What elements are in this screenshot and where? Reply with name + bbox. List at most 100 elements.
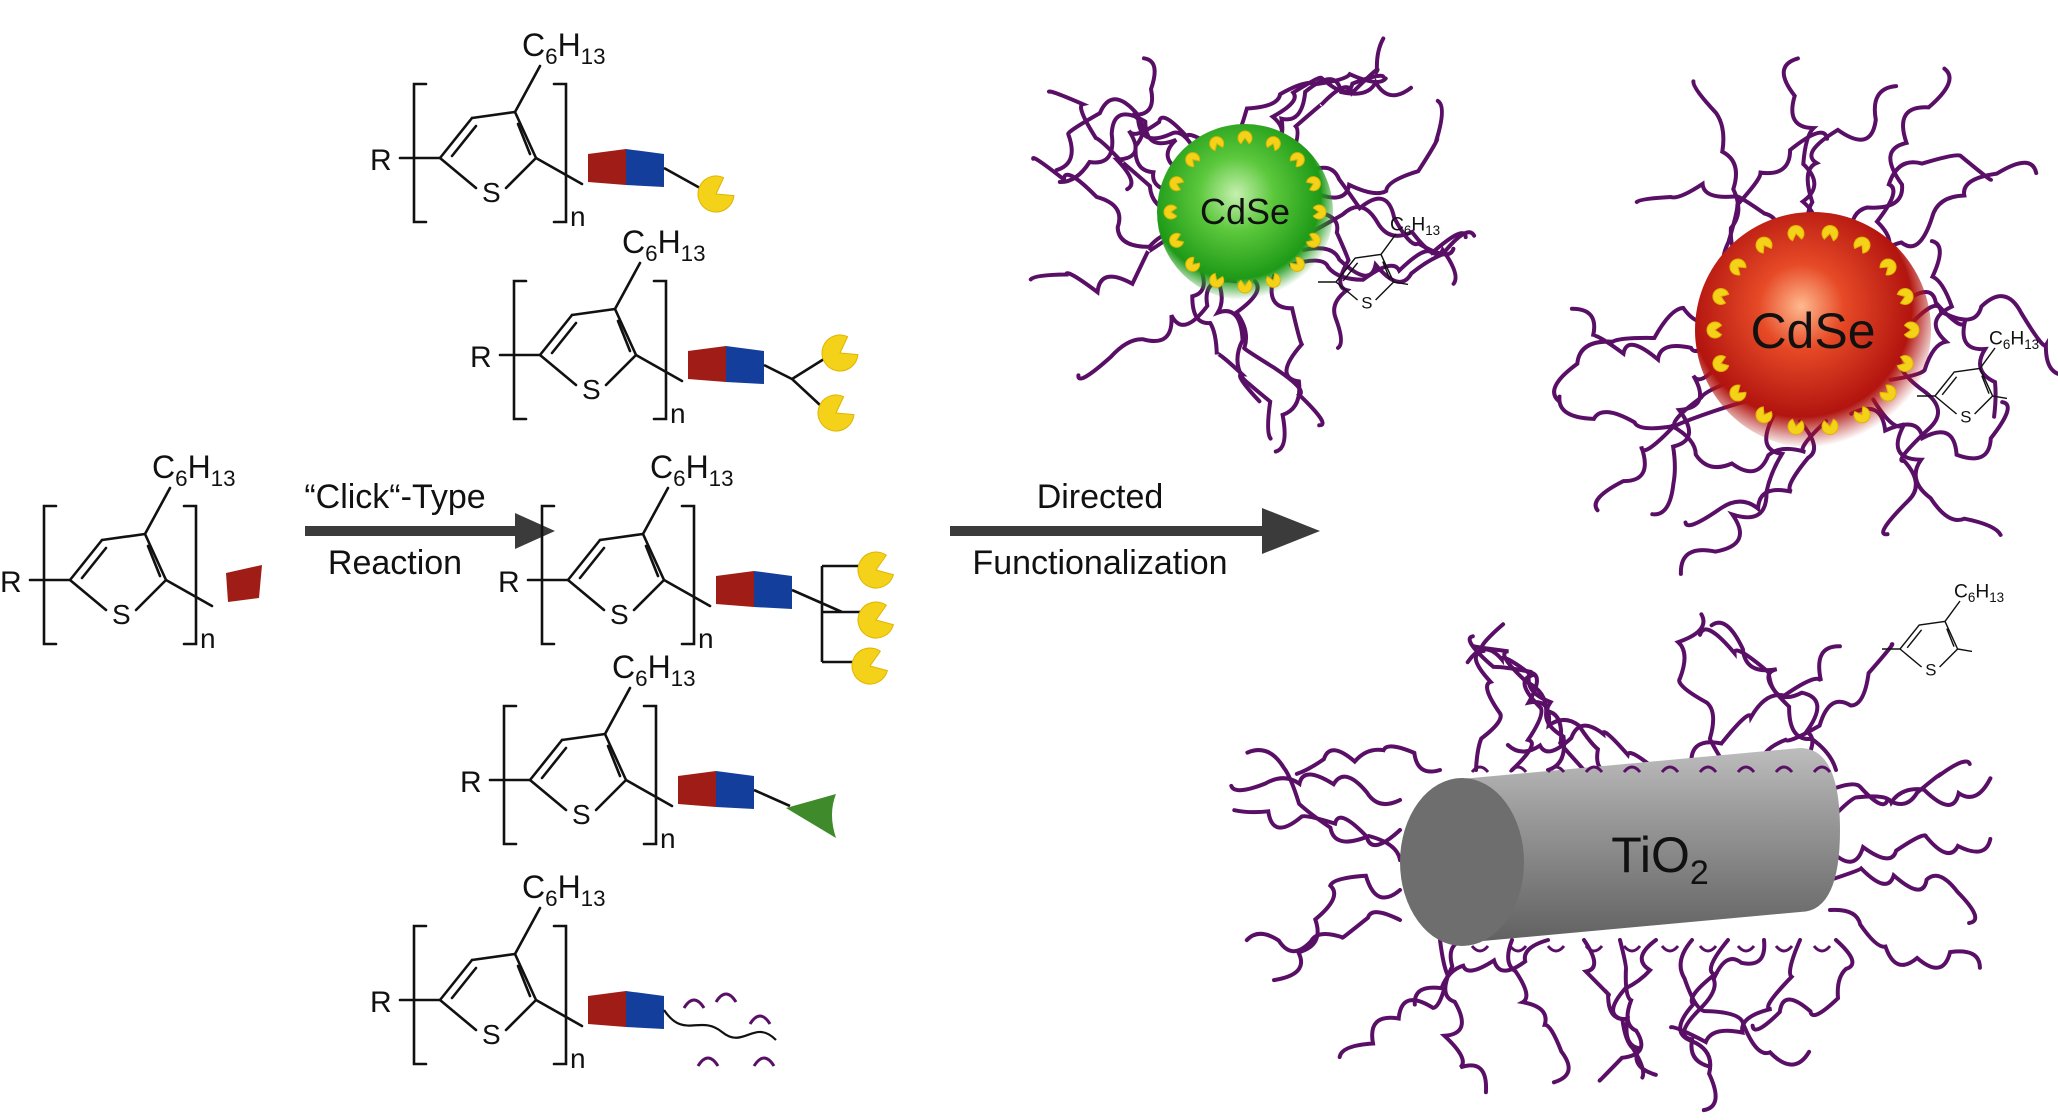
- polymer-strand: [1750, 938, 1855, 1032]
- pacman-anchor-icon: [1787, 418, 1805, 435]
- polymer-strand: [1233, 279, 1325, 428]
- polymer-strand: [1689, 644, 1842, 772]
- pacman-anchor-icon: [1755, 236, 1773, 254]
- polymer-strand: [1678, 411, 1786, 576]
- polymer-strand: [1634, 180, 1780, 249]
- pacman-anchor-icon: [857, 551, 895, 589]
- mini-anchor-icon: [696, 1056, 720, 1067]
- rod-anchor-icon: [1584, 765, 1604, 773]
- small-side-chain-label: C6H13: [1954, 581, 2004, 605]
- sulfur-label: S: [572, 799, 591, 830]
- pacman-anchor-icon: [821, 334, 859, 372]
- polymer-strand: [1524, 670, 1622, 774]
- pacman-anchor-icon: [1265, 272, 1281, 288]
- click-type-label: “Click“-Type: [304, 478, 485, 516]
- polymer-tail: [663, 1009, 777, 1041]
- polymer-strand: [1849, 400, 2010, 461]
- repeat-n-label: n: [660, 823, 676, 854]
- blue-block: [626, 149, 664, 187]
- rod-anchor-icon: [1812, 765, 1832, 773]
- rod-anchor-icon: [1774, 945, 1794, 953]
- r-group-label: R: [460, 766, 482, 799]
- rod-anchor-icon: [1508, 945, 1528, 953]
- pacman-anchor-icon: [1237, 130, 1253, 145]
- polymer-strand: [1674, 612, 1730, 772]
- polymer-strand: [1828, 907, 1982, 970]
- polymer-strand: [1412, 938, 1550, 1007]
- mini-anchor-icon: [714, 992, 738, 1003]
- polymer-strand: [1301, 230, 1477, 284]
- r-group-label: R: [370, 986, 392, 1019]
- rod-anchor-icon: [1508, 765, 1528, 773]
- pacman-anchor-icon: [1209, 136, 1225, 152]
- polymer-strand: [1828, 865, 1978, 925]
- polymer-strand: [1229, 772, 1402, 807]
- linker-blocks: [688, 346, 764, 384]
- polymer-strand: [1871, 153, 1993, 263]
- pacman-anchor-icon: [857, 601, 895, 639]
- red-block: [678, 771, 716, 807]
- rod-anchor-icon: [1622, 945, 1642, 953]
- polymer-strand: [1212, 273, 1273, 441]
- rod-anchor-icon: [1546, 765, 1566, 773]
- pacman-anchor-icon: [1289, 256, 1305, 272]
- polymer-strand: [1288, 36, 1386, 162]
- polymer-strand: [1691, 79, 1755, 263]
- blue-block: [754, 571, 792, 609]
- sulfur-label: S: [482, 1019, 501, 1050]
- pacman-anchor-icon: [1209, 272, 1225, 288]
- pacman-anchor-icon: [1903, 321, 1920, 339]
- repeat-n-label: n: [570, 1043, 586, 1074]
- small-sulfur-label: S: [1925, 660, 1936, 679]
- polymer-strand: [1721, 130, 1830, 283]
- polymer-strand: [1131, 56, 1180, 195]
- repeat-n-label: n: [200, 623, 216, 654]
- side-chain-label: C6H13: [612, 649, 696, 691]
- polymer-strand: [1471, 644, 1586, 772]
- tio2-nanorod: TiO2: [1229, 612, 1993, 1113]
- red-block: [226, 565, 262, 602]
- pacman-anchor-icon: [1821, 225, 1839, 242]
- rod-thiophene: S C6H13: [1881, 581, 2004, 679]
- red-block: [588, 991, 626, 1027]
- small-side-chain-label: C6H13: [1989, 328, 2039, 352]
- pacman-anchor-icon: [1879, 258, 1897, 276]
- pacman-anchor-icon: [1821, 418, 1839, 435]
- side-chain-label: C6H13: [152, 449, 236, 491]
- polymer-strand: [1057, 112, 1189, 185]
- polymer-strand: [1552, 302, 1727, 404]
- red-cdse-label: CdSe: [1750, 303, 1875, 359]
- polymer-strand: [1272, 873, 1402, 983]
- pacman-anchor-icon: [1896, 355, 1914, 372]
- polymer-strand: [1294, 744, 1442, 776]
- polymer-strand: [1269, 73, 1386, 151]
- r-group-label: R: [370, 144, 392, 177]
- rod-anchor-icon: [1774, 765, 1794, 773]
- rod-anchor-icon: [1546, 945, 1566, 953]
- polymer-strand: [1557, 394, 1755, 431]
- repeat-n-label: n: [670, 398, 686, 429]
- polymer-strand: [1233, 71, 1388, 145]
- polymer-strand: [1269, 273, 1305, 454]
- repeat-n-label: n: [570, 201, 586, 232]
- side-chain-label: C6H13: [522, 27, 606, 69]
- polymer-strand: [1439, 937, 1488, 1095]
- rod-anchor-icon: [1660, 765, 1680, 773]
- small-side-chain-label: C6H13: [1390, 214, 1440, 238]
- polymer-strand: [1301, 165, 1456, 257]
- rod-body: [1450, 748, 1840, 944]
- pacman-anchor-icon: [817, 394, 855, 432]
- linker-blocks: [678, 771, 754, 809]
- linker-blocks: [588, 149, 664, 187]
- red-sphere: [1695, 212, 1931, 448]
- polymer-strand: [1506, 938, 1571, 1085]
- pacman-anchor-icon: [1706, 321, 1723, 339]
- rod-anchor-icon: [1812, 945, 1832, 953]
- linker-blocks: [716, 571, 792, 609]
- pacman-anchor-icon: [1265, 136, 1281, 152]
- rod-anchor-icon: [1622, 765, 1642, 773]
